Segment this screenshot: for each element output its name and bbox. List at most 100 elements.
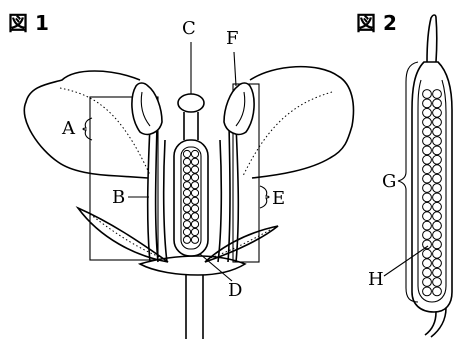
seed [433,221,442,230]
brace-e [260,186,269,208]
seed [423,202,432,211]
seeds-fig2 [423,90,442,296]
ovule [191,205,198,212]
label-f: F [226,28,239,49]
ovule [183,197,190,204]
seed [433,155,442,164]
stamen-inner-left [164,140,167,262]
sepal-left [78,208,168,262]
seed [423,146,432,155]
stigma [178,94,204,112]
seed [433,287,442,296]
ovule [191,197,198,204]
ovule [191,166,198,173]
ovule [183,213,190,220]
seed [423,259,432,268]
seed [423,118,432,127]
seed [433,268,442,277]
stamen-inner-right [218,140,221,262]
seed [423,212,432,221]
seed [423,108,432,117]
seed [433,202,442,211]
seed [423,90,432,99]
seed [423,268,432,277]
seed [423,287,432,296]
seed [433,165,442,174]
seed [423,137,432,146]
anther-left [132,83,162,134]
ovule [183,158,190,165]
seed [433,118,442,127]
ovule [183,189,190,196]
petal-left [24,71,148,178]
pointer-f [234,52,236,86]
seed [433,174,442,183]
label-h: H [368,269,384,290]
petal-right [250,67,353,178]
seed [423,184,432,193]
ovary-wall [174,140,208,256]
seed [423,165,432,174]
seed [433,278,442,287]
anther-right [224,83,254,134]
pod-beak [427,15,437,62]
seed [433,193,442,202]
ovule [191,236,198,243]
label-a: A [61,118,76,139]
label-e: E [272,188,285,209]
seed [433,90,442,99]
seed [433,184,442,193]
ovule [183,228,190,235]
ovule [191,189,198,196]
seed [423,221,432,230]
ovule [191,228,198,235]
stamen-filament-right-inner [228,125,230,262]
figure-2: 図 2 G H [356,11,452,337]
seed [433,137,442,146]
ovule [183,182,190,189]
seed [433,212,442,221]
brace-a [83,118,92,140]
ovule [191,150,198,157]
figure-1: 図 1 [8,11,353,339]
sepal-left-vein [90,214,162,258]
seed [423,193,432,202]
ovule [183,166,190,173]
figure-2-title: 図 2 [356,11,397,35]
seed [433,249,442,258]
ovule [191,221,198,228]
seed [433,240,442,249]
seed [423,174,432,183]
style [184,112,198,140]
seed [433,99,442,108]
seed [433,231,442,240]
seed [423,127,432,136]
stamen-filament-left-outer [148,125,150,262]
brace-g [398,62,418,302]
seed [423,249,432,258]
seed [433,146,442,155]
seed [423,231,432,240]
seed [423,278,432,287]
pod-pedicel [425,308,446,337]
ovule [183,236,190,243]
seed [423,99,432,108]
ovule [183,174,190,181]
seed [433,259,442,268]
ovules-fig1 [183,150,198,243]
label-d: D [228,280,242,301]
ovule [191,158,198,165]
ovule [191,174,198,181]
ovule [183,150,190,157]
seed [433,127,442,136]
ovule [183,205,190,212]
label-b: B [112,187,125,208]
seed [423,240,432,249]
label-c: C [182,18,196,39]
stamen-filament-right-outer [236,125,238,262]
ovule [183,221,190,228]
figure-1-title: 図 1 [8,11,49,35]
seed [423,155,432,164]
ovule [191,213,198,220]
